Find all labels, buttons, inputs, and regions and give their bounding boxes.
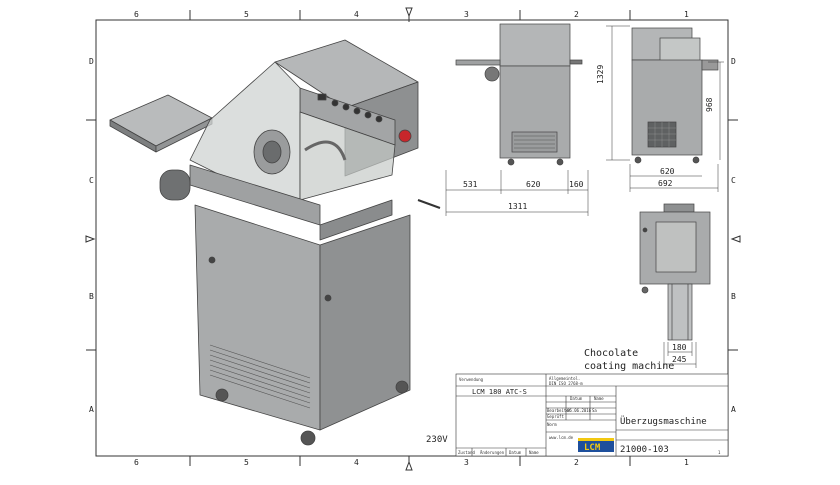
tb-datum2-label: Datum (509, 450, 522, 455)
logo-text: LCM (584, 443, 601, 453)
center-markers (85, 7, 741, 471)
top-dimension-lines (663, 342, 697, 368)
dim-height-total: 1329 (596, 65, 605, 84)
zone-col-2-top: 2 (574, 10, 579, 19)
tb-name2-label: Name (529, 450, 539, 455)
zone-row-c-right: C (731, 176, 736, 185)
dim-top-a: 180 (672, 343, 687, 352)
zone-col-4-top: 4 (354, 10, 359, 19)
dim-side-total: 692 (658, 179, 673, 188)
tb-gepr-label: Geprüft (547, 414, 564, 419)
zone-col-2-bottom: 2 (574, 458, 579, 467)
tb-sheet: 1 (718, 450, 721, 455)
zone-col-3-bottom: 3 (464, 458, 469, 467)
front-view (455, 23, 583, 166)
zone-row-a-right: A (731, 405, 736, 414)
dim-front-mid: 620 (526, 180, 541, 189)
zone-ticks (86, 10, 738, 466)
dim-top-b: 245 (672, 355, 687, 364)
tb-bearb-date: 06.06.2016 (567, 408, 592, 413)
dim-front-left: 531 (463, 180, 478, 189)
tb-model: LCM 180 ATC-S (472, 388, 527, 396)
voltage-label: 230V (426, 435, 448, 445)
tb-allgemeintol-label: Allgemeintol. (549, 376, 580, 381)
zone-col-6-top: 6 (134, 10, 139, 19)
front-dimension-lines (445, 170, 589, 216)
zone-row-d-left: D (89, 57, 94, 66)
tb-datum-label: Datum (570, 396, 583, 401)
emergency-stop-icon (398, 129, 412, 143)
tb-aenderungen-label: Änderungen (480, 450, 505, 455)
tb-title: Überzugsmaschine (620, 416, 707, 427)
tb-zustand-label: Zustand (458, 450, 475, 455)
lcm-logo: LCM (578, 438, 614, 453)
zone-row-c-left: C (89, 176, 94, 185)
zone-col-6-bottom: 6 (134, 458, 139, 467)
zone-col-5-bottom: 5 (244, 458, 249, 467)
dim-front-total: 1311 (508, 202, 527, 211)
drawing-border (95, 19, 729, 457)
top-view (639, 203, 711, 341)
dim-height-body: 968 (705, 97, 714, 112)
side-dimension-lines (606, 25, 724, 192)
zone-col-1-bottom: 1 (684, 458, 689, 467)
zone-col-5-top: 5 (244, 10, 249, 19)
title-block (455, 373, 729, 457)
tb-norm: DIN ISO 2768-m (549, 381, 583, 386)
display-icon (317, 93, 327, 101)
tb-bearb-name: Sa (592, 408, 597, 413)
zone-row-b-left: B (89, 292, 94, 301)
dim-front-right: 160 (569, 180, 584, 189)
dim-side-width: 620 (660, 167, 675, 176)
tb-verwendung-label: Verwendung (459, 377, 484, 382)
side-view (631, 27, 719, 164)
zone-row-a-left: A (89, 405, 94, 414)
tb-bearb-label: Bearbeitet (547, 408, 572, 413)
zone-col-1-top: 1 (684, 10, 689, 19)
tb-website: www.lcm.de (549, 435, 574, 440)
tb-norm-row-label: Norm (547, 422, 557, 427)
caption-line-1: Chocolate (584, 348, 638, 359)
caption-line-2: coating machine (584, 361, 674, 372)
zone-col-3-top: 3 (464, 10, 469, 19)
isometric-machine (109, 39, 441, 446)
tb-name-label: Name (594, 396, 604, 401)
zone-col-4-bottom: 4 (354, 458, 359, 467)
tb-drawing-number: 21000-103 (620, 445, 669, 455)
zone-row-b-right: B (731, 292, 736, 301)
zone-row-d-right: D (731, 57, 736, 66)
